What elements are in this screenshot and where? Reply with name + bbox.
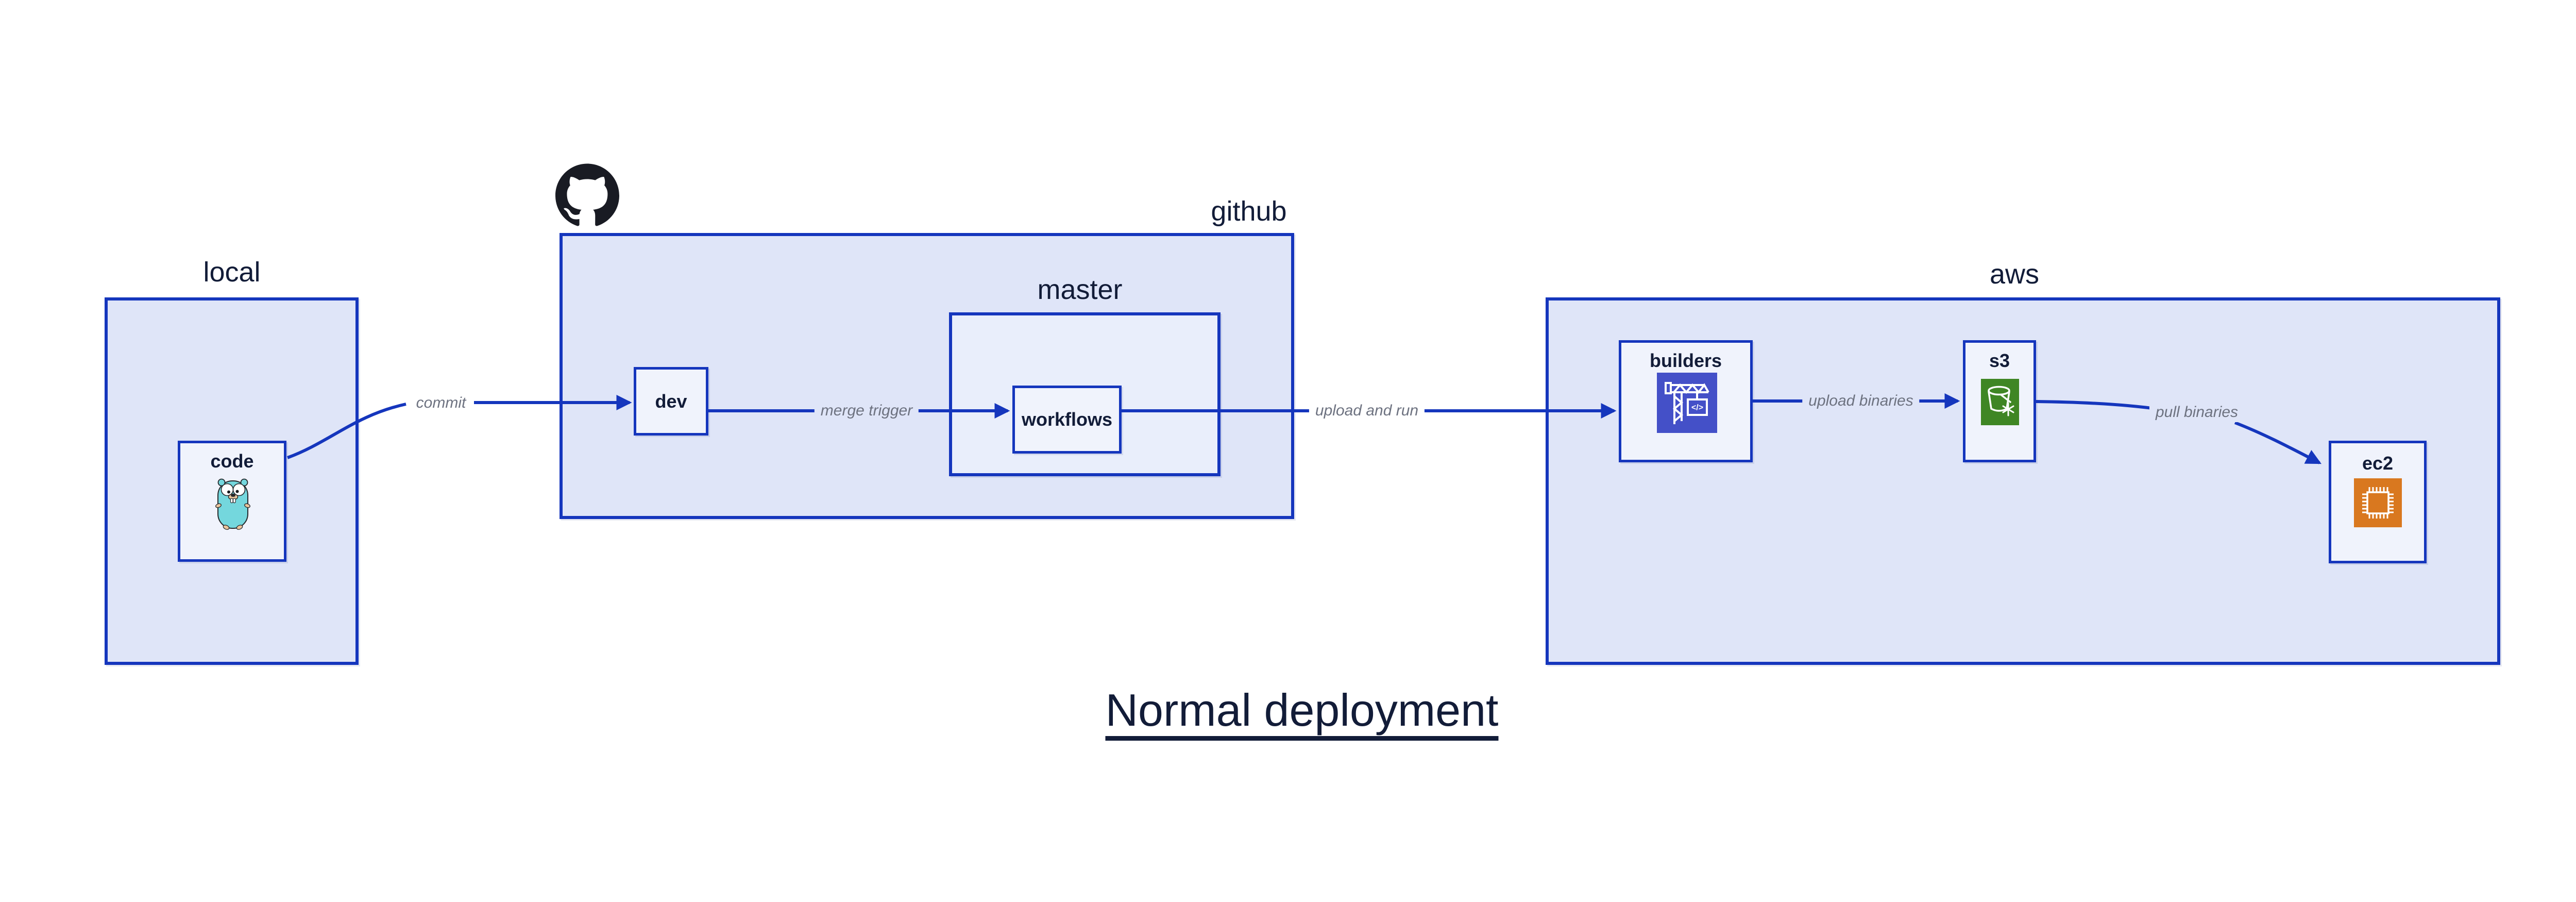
ec2-chip-icon [2354, 478, 2402, 527]
node-code-label: code [210, 450, 254, 472]
node-builders: builders </> [1619, 340, 1753, 462]
node-workflows: workflows [1012, 386, 1122, 454]
github-octocat-icon [555, 163, 619, 226]
edge-commit-label: commit [410, 393, 472, 413]
edge-merge-trigger-label: merge trigger [814, 401, 919, 421]
node-ec2: ec2 [2329, 441, 2427, 563]
node-workflows-label: workflows [1021, 409, 1113, 430]
codebuild-crane-icon: </> [1657, 373, 1717, 433]
group-github-label: github [1211, 196, 1287, 227]
svg-text:</>: </> [1691, 404, 1703, 412]
node-dev: dev [634, 367, 708, 436]
group-local-label: local [203, 257, 261, 288]
group-aws-label: aws [1989, 259, 2040, 290]
edge-pull-binaries-label: pull binaries [2149, 403, 2245, 422]
group-master-label: master [1037, 274, 1123, 305]
node-builders-label: builders [1649, 350, 1722, 371]
node-s3-label: s3 [1989, 350, 2010, 371]
edge-upload-and-run-label: upload and run [1309, 401, 1425, 421]
node-code: code [178, 441, 286, 562]
edge-upload-binaries-label: upload binaries [1802, 391, 1920, 411]
node-ec2-label: ec2 [2362, 453, 2394, 474]
s3-bucket-icon [1981, 379, 2019, 425]
go-gopher-icon [215, 478, 250, 530]
node-dev-label: dev [655, 390, 687, 412]
diagram-title: Normal deployment [1105, 684, 1499, 736]
node-s3: s3 [1963, 340, 2036, 462]
